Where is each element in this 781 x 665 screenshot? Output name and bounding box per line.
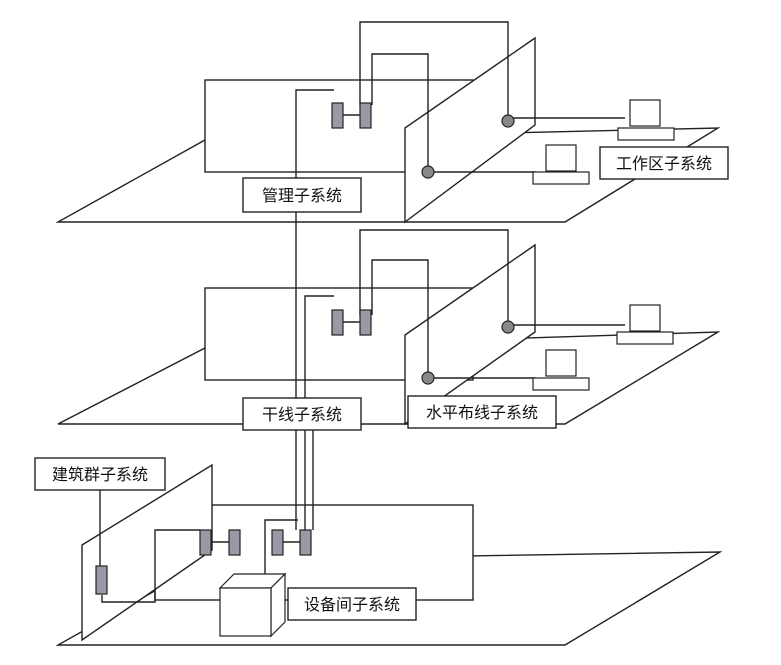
- label-horizontal-text: 水平布线子系统: [426, 403, 538, 422]
- label-work-area-text: 工作区子系统: [616, 154, 712, 173]
- label-management: 管理子系统: [242, 177, 362, 213]
- floor-middle-computer-1: [616, 304, 674, 345]
- label-work-area: 工作区子系统: [599, 146, 729, 180]
- floor-top-outlet-lower: [421, 165, 435, 179]
- floor-middle-cable-b: [359, 229, 625, 326]
- floor-middle-outlet-lower: [421, 371, 435, 385]
- floor-bottom-frame-2-right: [299, 529, 312, 556]
- floor-top-side-wall: [404, 36, 536, 224]
- floor-middle-computer-2: [532, 349, 590, 391]
- label-equipment-room: 设备间子系统: [287, 587, 417, 621]
- floor-middle: [57, 229, 721, 426]
- floor-middle-side-wall: [404, 243, 536, 426]
- floor-middle-cable-c: [371, 259, 536, 379]
- label-campus-text: 建筑群子系统: [52, 465, 148, 484]
- label-horizontal: 水平布线子系统: [407, 395, 557, 429]
- floor-top-computer-1: [617, 99, 675, 141]
- label-backbone-text: 干线子系统: [262, 405, 342, 424]
- label-equipment-room-text: 设备间子系统: [304, 595, 400, 614]
- floor-top-outlet-upper: [501, 114, 515, 128]
- floor-top-patch-panel-right: [359, 102, 372, 129]
- floor-top-computer-2: [532, 144, 590, 185]
- floor-middle-patch-panel-left: [331, 309, 344, 336]
- floor-middle-patch-panel-right: [359, 309, 372, 336]
- floor-top-cable-c: [371, 53, 536, 173]
- floor-middle-cable-a: [304, 295, 334, 398]
- floor-bottom-side-wall: [81, 463, 213, 642]
- floor-top: [55, 21, 721, 224]
- label-campus: 建筑群子系统: [34, 457, 166, 566]
- floor-bottom-frame-1-left: [199, 529, 212, 556]
- floor-top-patch-panel-left: [331, 102, 344, 129]
- floor-bottom-frame-1-right: [228, 529, 241, 556]
- label-backbone: 干线子系统: [242, 397, 362, 431]
- floor-bottom-server-cube: [218, 572, 287, 638]
- label-management-text: 管理子系统: [262, 186, 342, 205]
- floor-bottom-campus-panel: [95, 565, 108, 595]
- floor-top-cable-b: [359, 21, 625, 119]
- floor-middle-outlet-upper: [501, 320, 515, 334]
- floor-bottom-cable-equipment: [264, 519, 298, 578]
- floor-bottom-frame-2-left: [271, 529, 284, 556]
- floor-bottom-cable-campus: [101, 529, 200, 603]
- floor-top-cable-a: [295, 89, 334, 172]
